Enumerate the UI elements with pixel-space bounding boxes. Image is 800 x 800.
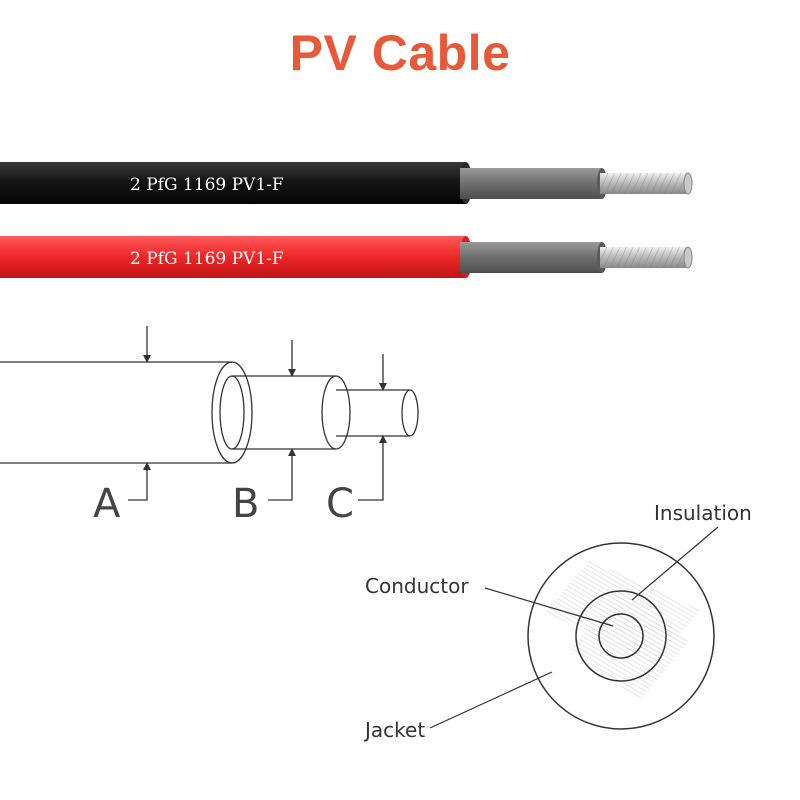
cross-section bbox=[429, 526, 719, 730]
conductor-label: Conductor bbox=[365, 574, 469, 598]
layer-label-a: A bbox=[93, 481, 121, 527]
black-cable-print: 2 PfG 1169 PV1-F bbox=[130, 175, 284, 195]
red-cable: 2 PfG 1169 PV1-F bbox=[0, 236, 693, 278]
layer-arrowheads bbox=[143, 355, 387, 470]
red-cable-print: 2 PfG 1169 PV1-F bbox=[130, 249, 284, 269]
insulation-label: Insulation bbox=[654, 501, 752, 525]
black-cable: 2 PfG 1169 PV1-F bbox=[0, 162, 693, 204]
layer-label-b: B bbox=[232, 481, 259, 527]
cable-layers-drawing bbox=[0, 326, 419, 501]
layer-label-c: C bbox=[326, 481, 354, 527]
page-title: PV Cable bbox=[289, 25, 511, 81]
jacket-label: Jacket bbox=[363, 718, 425, 742]
